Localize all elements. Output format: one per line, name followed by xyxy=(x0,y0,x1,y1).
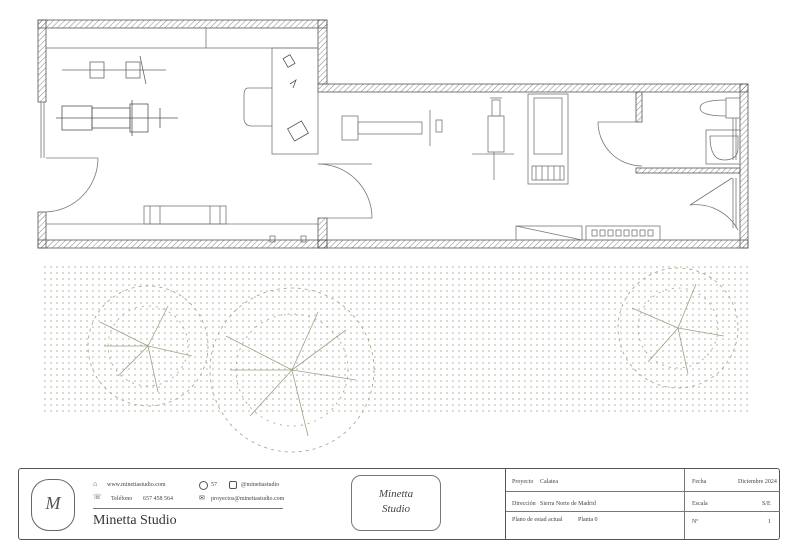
tree-1 xyxy=(87,285,209,407)
dumbbell-rack xyxy=(585,225,661,241)
tree-3 xyxy=(617,267,739,389)
phone-number: 657 458 564 xyxy=(143,496,173,502)
weight-bench xyxy=(341,110,443,146)
tree-2 xyxy=(209,287,375,453)
address-label: Dirección xyxy=(512,501,536,507)
email-text: proyectos@minettastudio.com xyxy=(211,496,285,502)
bench xyxy=(143,205,227,225)
studio-logo: Minetta Studio xyxy=(351,475,441,531)
instagram-icon xyxy=(229,481,237,489)
logo-line2: Studio xyxy=(381,503,411,515)
scale-value: S/E xyxy=(762,501,771,507)
monogram-letter: M xyxy=(45,493,61,513)
date-label: Fecha xyxy=(692,479,707,485)
scale-label: Escala xyxy=(692,501,708,507)
plan-value: Planta 0 xyxy=(578,517,598,523)
stationary-bike xyxy=(472,97,514,180)
address-value: Sierra Norte de Madrid xyxy=(540,501,596,507)
phone-on-desk xyxy=(282,54,296,68)
studio-name: Minetta Studio xyxy=(93,513,177,528)
sink xyxy=(705,129,741,165)
project-label: Proyecto xyxy=(512,479,534,485)
home-icon: ⌂ xyxy=(93,480,98,488)
phone-label: Teléfono xyxy=(111,496,133,502)
floor-plan xyxy=(37,19,749,453)
number-label: Nº xyxy=(692,519,699,525)
laptop xyxy=(287,120,309,142)
title-block: M ⌂ www.minettastudio.com ☏ Teléfono 657… xyxy=(18,468,780,540)
shelf-unit xyxy=(45,27,319,49)
divider xyxy=(93,508,283,509)
treadmill xyxy=(527,93,569,185)
motorcycle xyxy=(56,100,178,136)
instagram-handle: @minettastudio xyxy=(241,482,280,488)
toilet xyxy=(699,97,741,119)
monogram-badge: M xyxy=(31,479,75,531)
low-cabinet xyxy=(515,225,583,241)
project-info: Proyecto Calatea Dirección Sierra Norte … xyxy=(505,469,780,539)
chair xyxy=(243,87,272,127)
website-text: www.minettastudio.com xyxy=(107,482,166,488)
studio-panel: M ⌂ www.minettastudio.com ☏ Teléfono 657… xyxy=(19,469,291,539)
pinterest-count: 57 xyxy=(211,482,217,488)
plan-label: Plano de estad actual xyxy=(512,517,563,523)
number-value: 1 xyxy=(768,519,771,525)
bicycle xyxy=(62,55,166,85)
project-value: Calatea xyxy=(540,479,558,485)
mail-icon: ✉ xyxy=(199,494,205,502)
phone-icon: ☏ xyxy=(93,493,102,501)
windows xyxy=(40,102,737,228)
date-value: Diciembre 2024 xyxy=(738,479,777,485)
garden-area xyxy=(40,262,748,412)
pinterest-icon xyxy=(199,481,208,490)
logo-line1: Minetta xyxy=(378,488,414,500)
lamp xyxy=(289,78,297,89)
walls xyxy=(37,19,749,249)
doors xyxy=(45,121,739,231)
desk xyxy=(271,47,319,155)
